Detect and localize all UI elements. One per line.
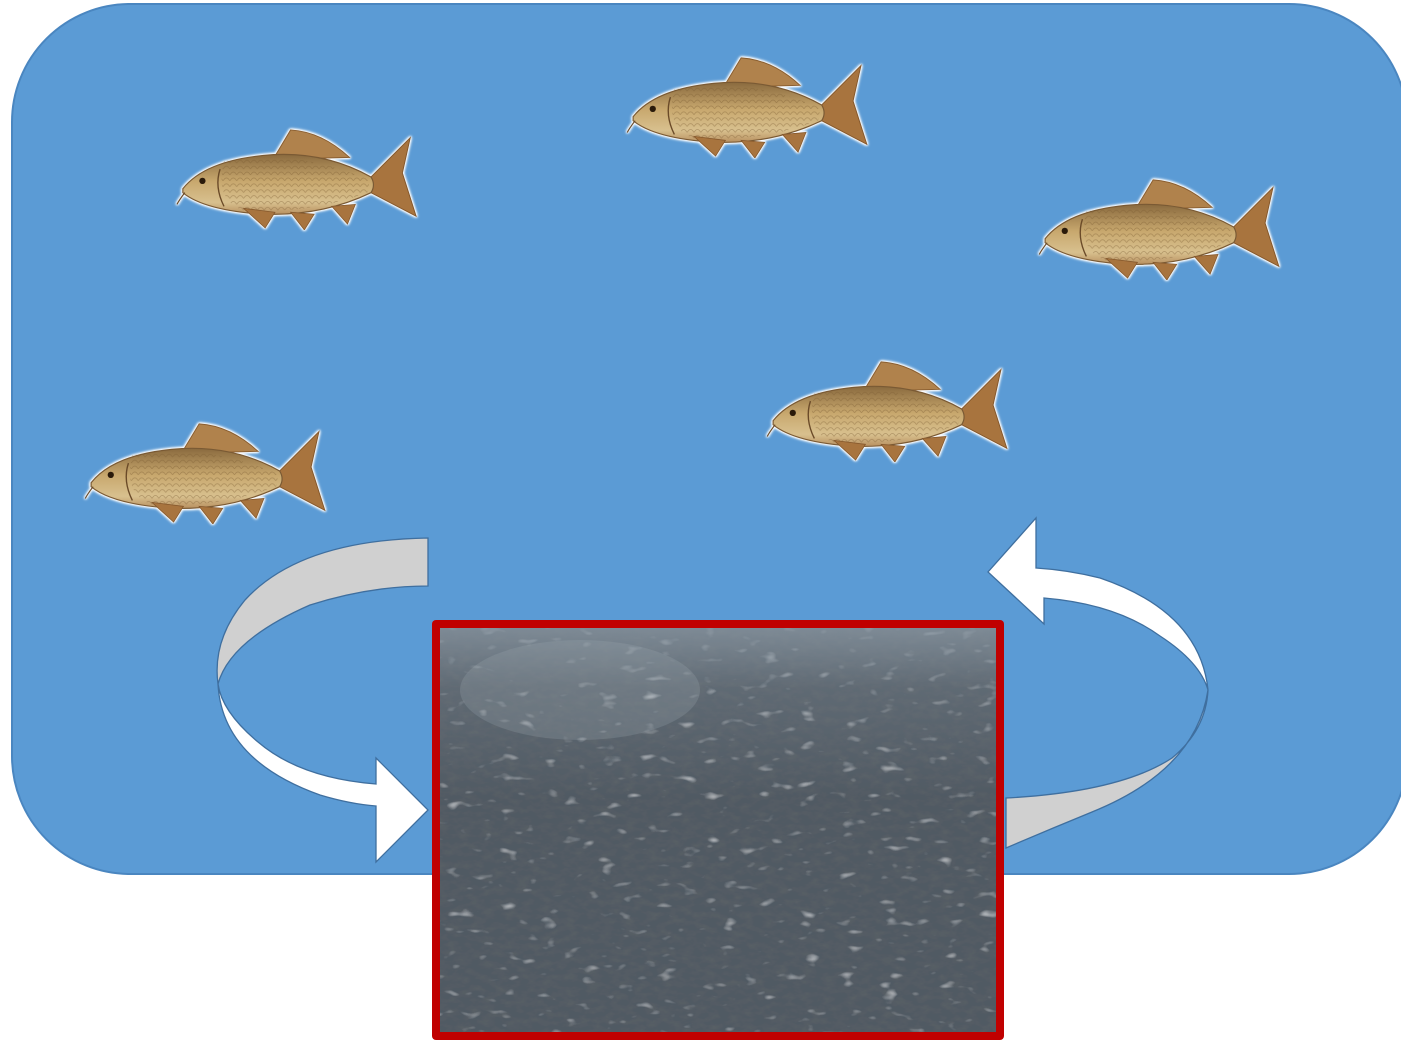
fry-swarm-photo xyxy=(432,620,1004,1040)
